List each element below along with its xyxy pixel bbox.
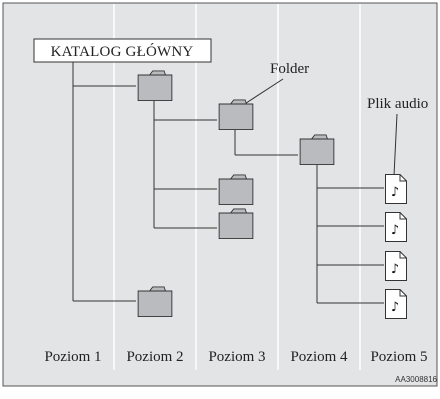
folder-icon <box>137 70 173 101</box>
folder-callout-label: Folder <box>270 61 309 77</box>
figure-code: AA3008816 <box>395 375 437 384</box>
tree-connectors <box>72 62 398 304</box>
folder-icon <box>218 99 254 130</box>
audio-file-icon <box>385 251 407 281</box>
audio-file-icon <box>385 174 407 204</box>
folder-icon <box>218 174 254 205</box>
root-catalog-box <box>33 38 212 63</box>
folder-icon <box>218 208 254 239</box>
level-label-2: Poziom 2 <box>126 349 183 365</box>
folder-icon <box>299 134 335 165</box>
folder-icon <box>137 286 173 317</box>
audio-file-icon <box>385 212 407 242</box>
audio-file-callout-label: Plik audio <box>367 96 428 112</box>
audio-file-icon <box>385 289 407 319</box>
root-catalog-label: KATALOG GŁÓWNY <box>51 43 194 60</box>
level-label-4: Poziom 4 <box>290 349 348 365</box>
level-label-3: Poziom 3 <box>208 349 265 365</box>
level-label-5: Poziom 5 <box>370 349 427 365</box>
level-label-1: Poziom 1 <box>44 349 101 365</box>
